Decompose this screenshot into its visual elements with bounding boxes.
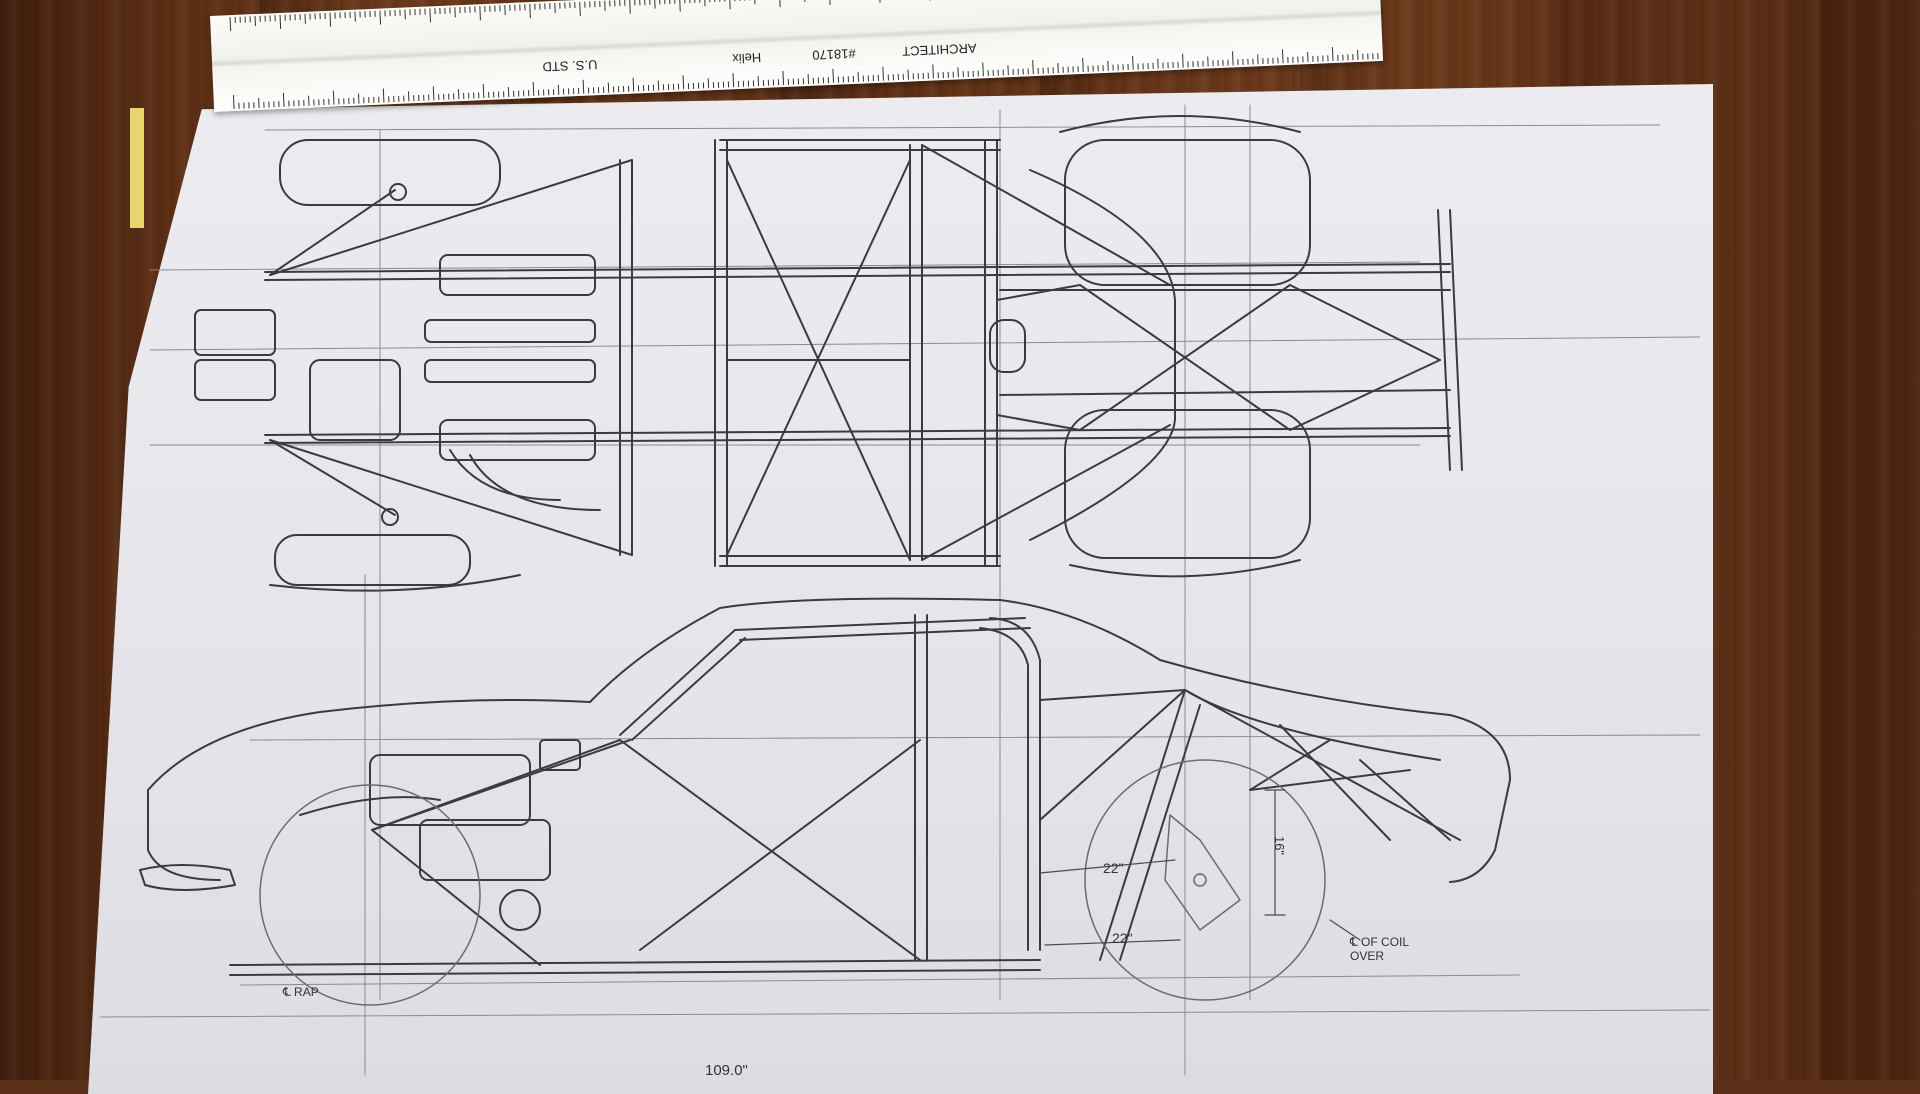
side-view-engine	[300, 740, 580, 930]
top-view-tires	[270, 116, 1310, 591]
top-view-chassis-rails	[265, 140, 1462, 566]
top-view-bracing	[270, 145, 1440, 560]
dim-22-lower-label: 22"	[1112, 930, 1133, 946]
dim-22-upper-label: 22"	[1103, 860, 1124, 876]
dim-16-label: 16"	[1272, 836, 1287, 855]
dimension-lines	[1040, 790, 1360, 945]
side-view-wheels	[260, 760, 1325, 1005]
wheelbase-label: 109.0"	[705, 1062, 748, 1079]
rap-label: ℄ RAP	[283, 985, 319, 999]
coil-over-label: ℄ OF COIL OVER	[1350, 935, 1420, 963]
side-view-body-outline	[140, 599, 1510, 890]
